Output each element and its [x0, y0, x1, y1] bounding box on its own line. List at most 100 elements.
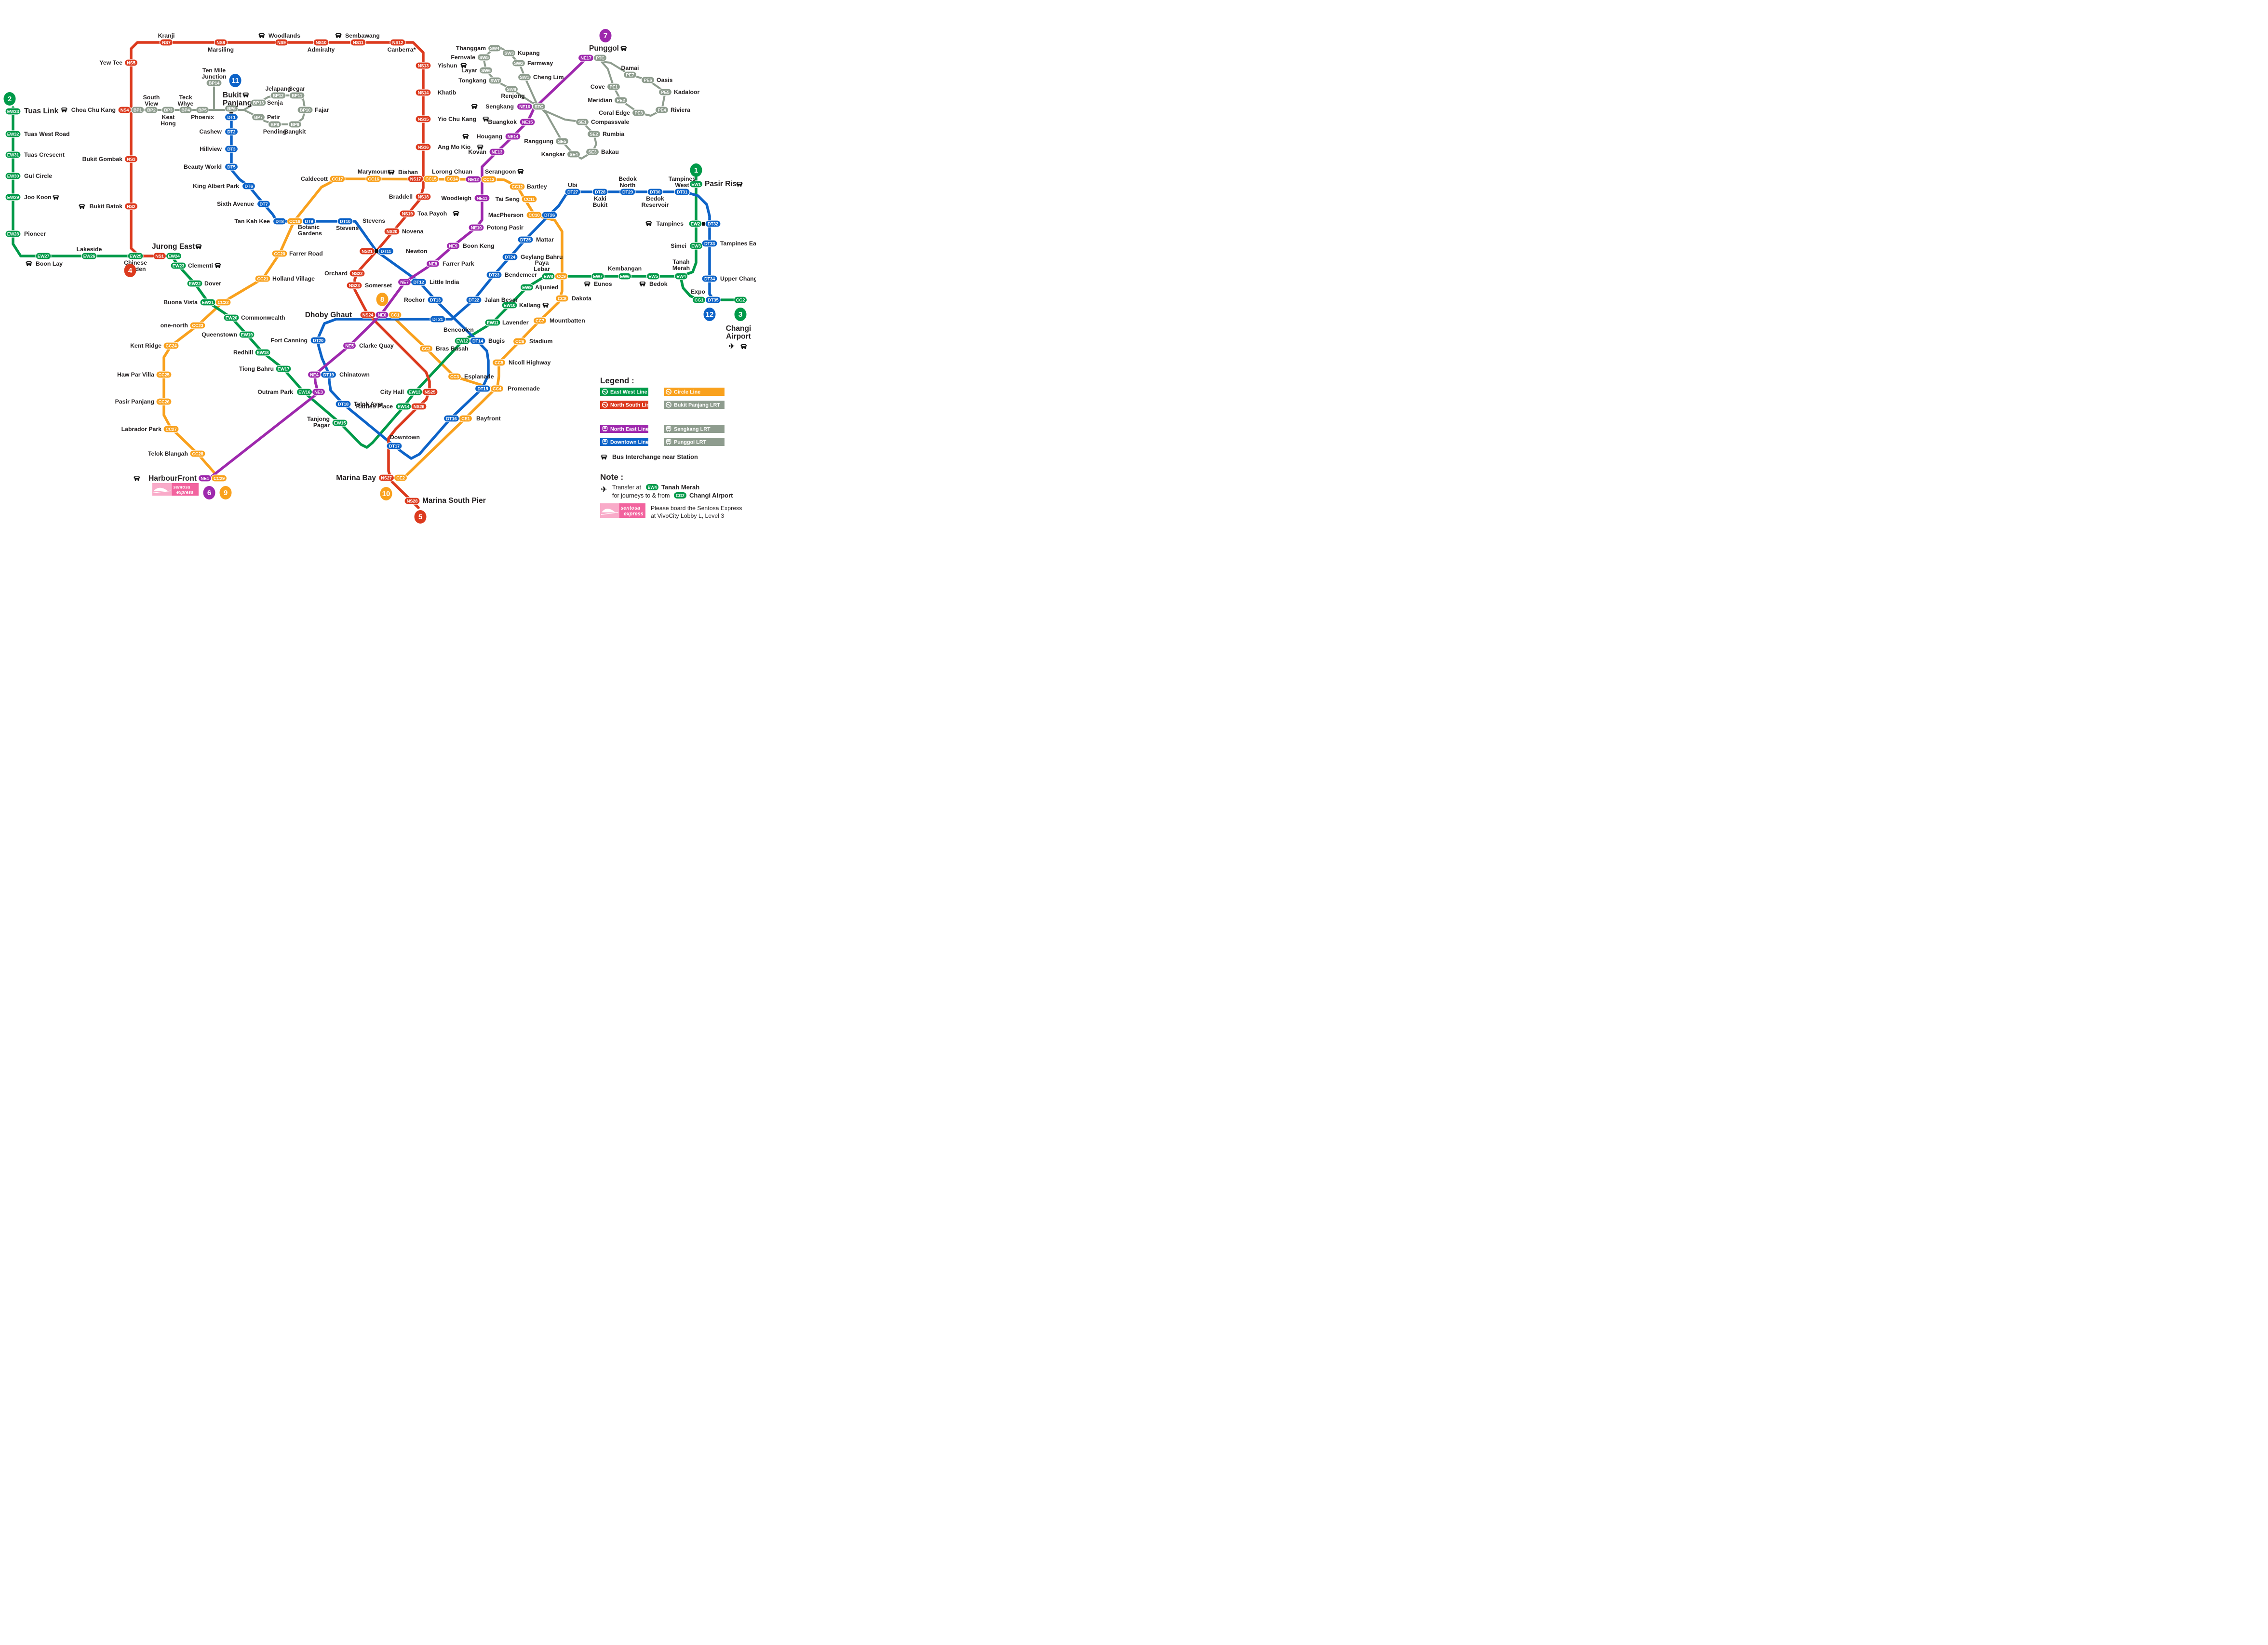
badge-NE5[interactable] — [342, 342, 357, 350]
badge-EW28[interactable] — [5, 230, 21, 238]
badge-SW6[interactable] — [479, 67, 493, 74]
badge-BP13[interactable] — [250, 99, 267, 107]
badge-NS2[interactable] — [124, 202, 138, 210]
badge-NE14[interactable] — [505, 133, 521, 140]
badge-DT35[interactable] — [705, 296, 722, 304]
badge-CC12[interactable] — [509, 183, 525, 190]
badge-DT31[interactable] — [674, 188, 690, 196]
badge-CC28[interactable] — [189, 450, 206, 458]
badge-PTC[interactable] — [593, 54, 607, 62]
badge-EW24[interactable] — [165, 252, 182, 260]
badge-EW26[interactable] — [81, 252, 97, 260]
badge-NE11[interactable] — [474, 194, 490, 202]
badge-EW15[interactable] — [332, 419, 348, 427]
badge-CC7[interactable] — [533, 317, 547, 324]
badge-DT11[interactable] — [377, 247, 394, 255]
badge-BP6[interactable] — [224, 105, 239, 112]
badge-BP3[interactable] — [161, 106, 175, 114]
badge-CC16[interactable] — [365, 175, 382, 183]
badge-NE13[interactable] — [489, 148, 505, 156]
badge-NE15[interactable] — [519, 118, 536, 126]
badge-EW9[interactable] — [520, 283, 534, 291]
badge-DT17[interactable] — [386, 442, 403, 450]
badge-CC9[interactable] — [554, 272, 568, 280]
badge-STC[interactable] — [532, 103, 546, 110]
badge-DT29[interactable] — [619, 188, 636, 196]
badge-DT8[interactable] — [272, 217, 287, 225]
badge-NS15[interactable] — [415, 115, 431, 123]
badge-DT24[interactable] — [502, 253, 518, 261]
badge-CE1[interactable] — [458, 415, 473, 422]
badge-DT27[interactable] — [564, 188, 581, 196]
badge-PE3[interactable] — [631, 109, 646, 117]
badge-NS13[interactable] — [415, 62, 431, 69]
badge-NS28[interactable] — [404, 497, 420, 505]
badge-DT3[interactable] — [224, 145, 239, 153]
badge-DT28[interactable] — [592, 188, 608, 196]
badge-BP14[interactable] — [206, 79, 222, 87]
badge-BP7[interactable] — [251, 113, 266, 121]
badge-BP2[interactable] — [144, 106, 159, 114]
badge-CC20[interactable] — [271, 250, 288, 257]
badge-SW3[interactable] — [502, 49, 516, 57]
badge-DT2[interactable] — [224, 128, 239, 135]
badge-CC22[interactable] — [215, 298, 231, 306]
badge-EW19[interactable] — [239, 331, 255, 338]
